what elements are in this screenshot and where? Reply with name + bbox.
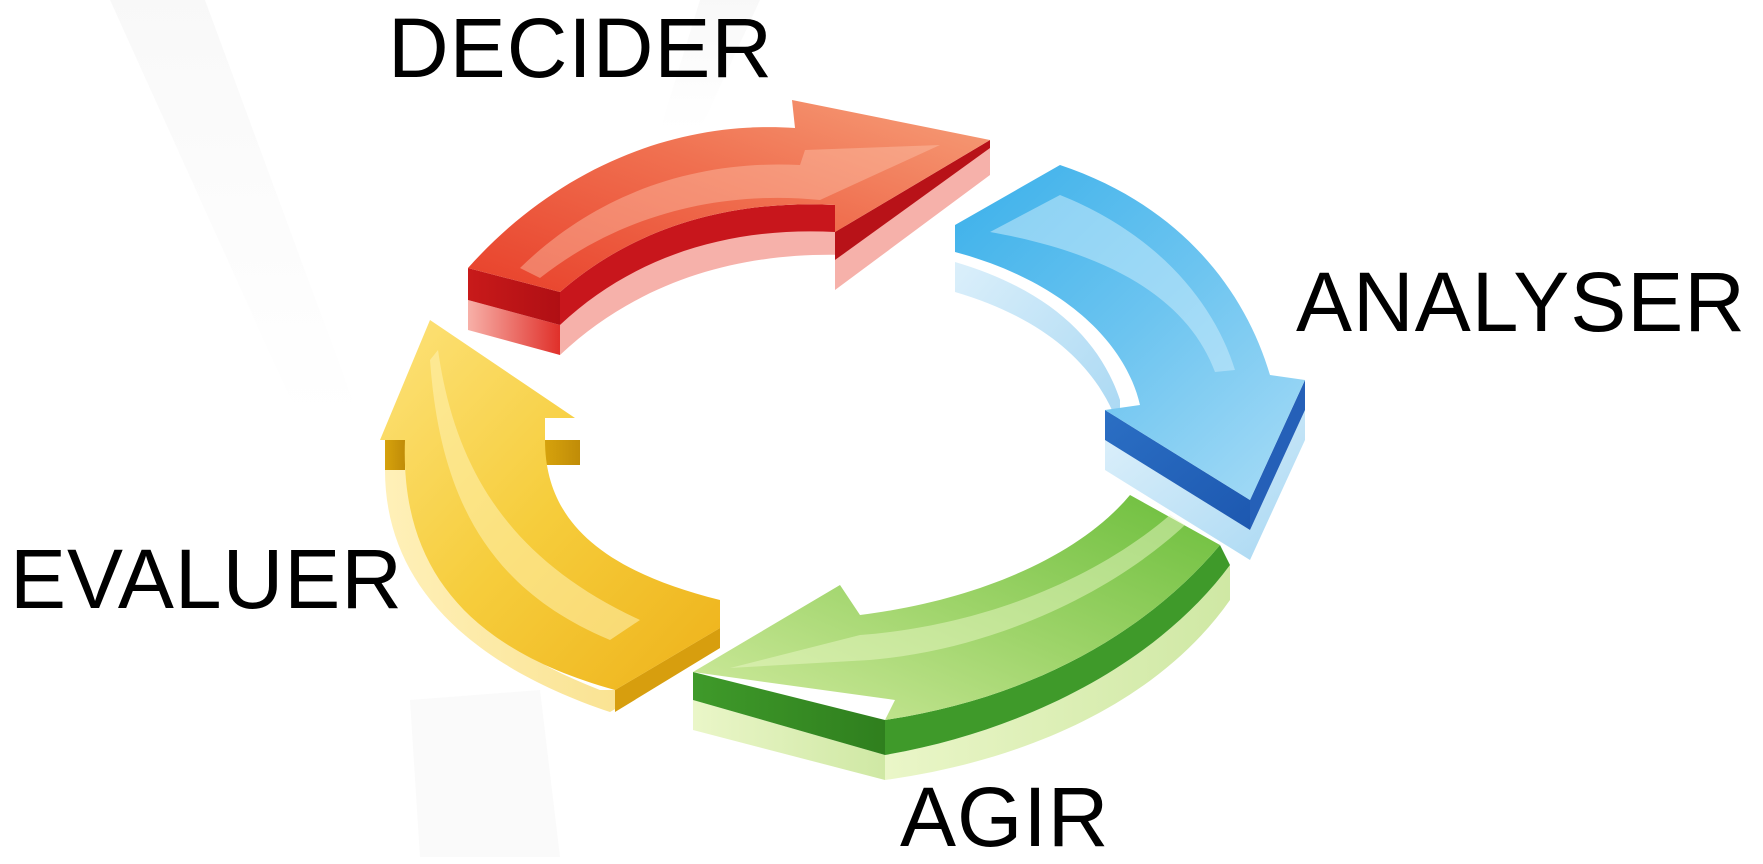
label-decider: DECIDER (388, 1, 774, 95)
background-watermark (110, 0, 760, 857)
label-analyser: ANALYSER (1296, 255, 1746, 349)
label-evaluer: EVALUER (10, 532, 403, 626)
arrow-evaluer (380, 320, 720, 712)
arrow-decider (468, 100, 990, 355)
arrow-analyser (955, 165, 1305, 560)
label-agir: AGIR (900, 770, 1110, 864)
arrow-agir (693, 495, 1230, 780)
